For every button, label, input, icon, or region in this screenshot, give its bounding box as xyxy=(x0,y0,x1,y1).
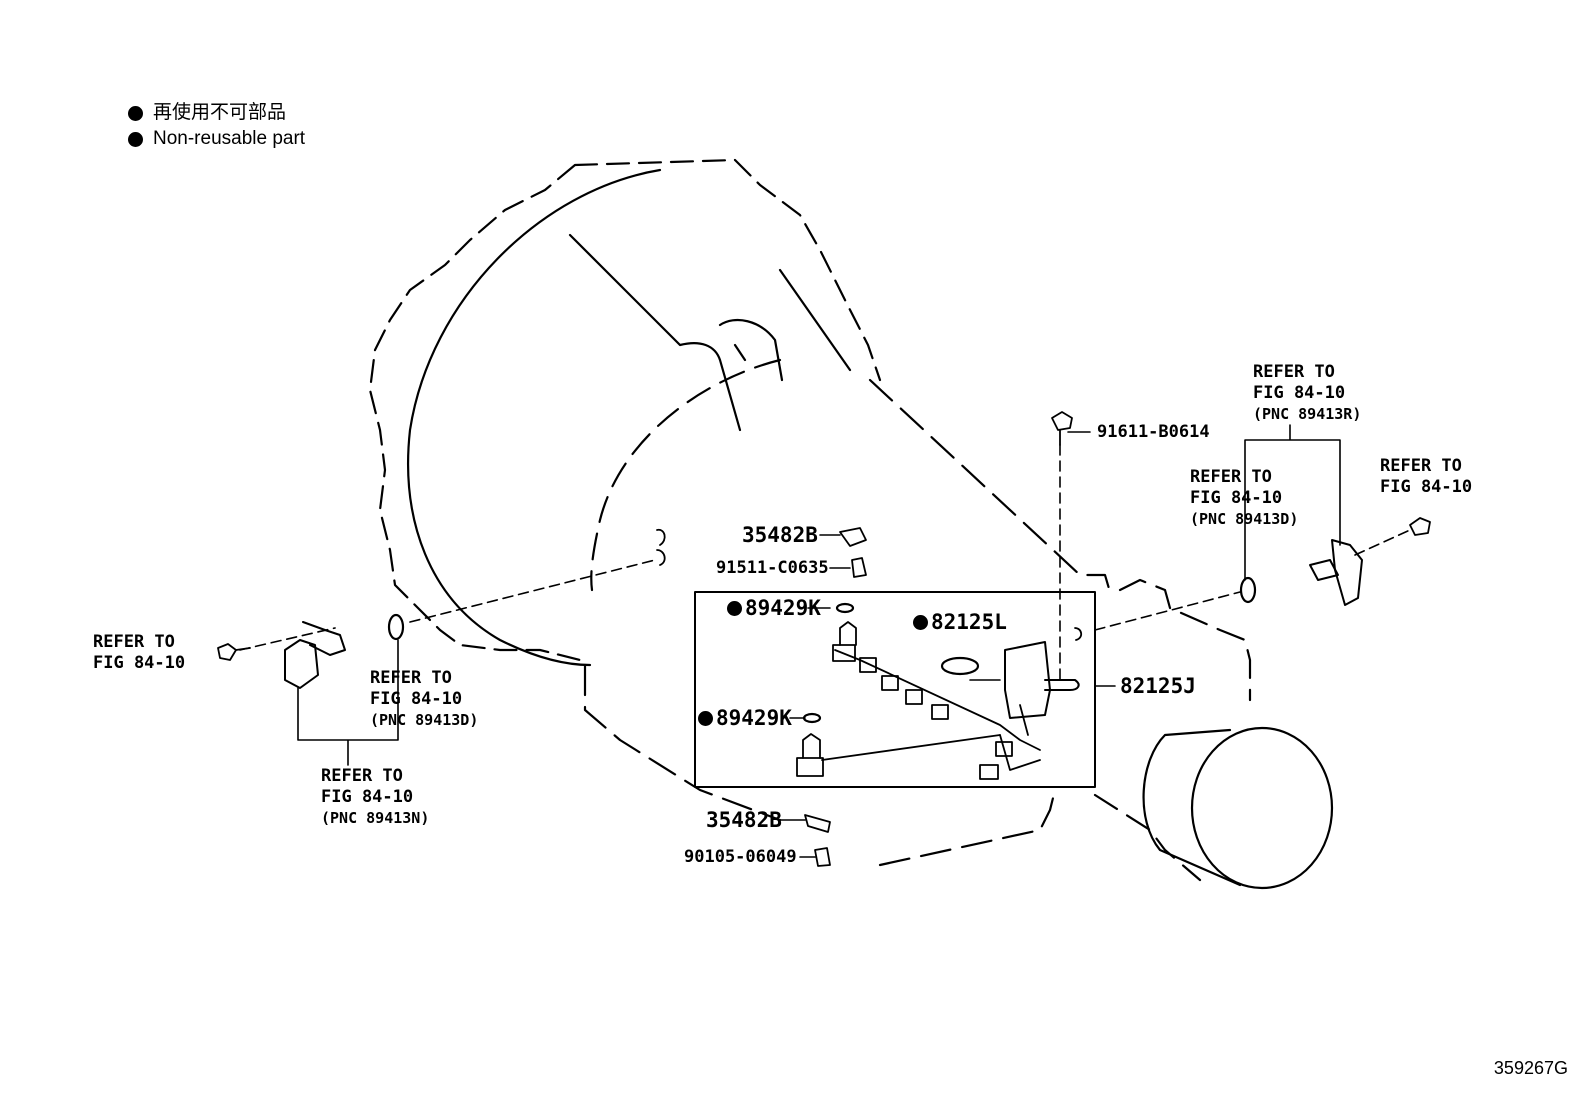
part-label-clamp-upper: 35482B xyxy=(742,523,818,547)
case-lower-edge xyxy=(583,663,1057,867)
part-label-bolt-top: 91611-B0614 xyxy=(1097,422,1210,442)
refer-right-bolt: REFER TO FIG 84-10 xyxy=(1380,456,1473,497)
part-label-gasket: 82125L xyxy=(913,612,1007,633)
bell-housing-outline xyxy=(368,158,882,662)
right-bolt xyxy=(1409,517,1431,536)
bracket-left-sensor xyxy=(297,639,399,766)
solenoid-pins xyxy=(802,621,857,759)
part-label-bolt-clamp-upper: 91511-C0635 xyxy=(716,558,829,578)
bullet-icon xyxy=(128,105,143,121)
part-label-oring-lower: 89429K xyxy=(698,708,792,729)
oring-lower xyxy=(802,712,822,724)
part-label-harness: 82125J xyxy=(1120,674,1196,698)
legend-row-jp: 再使用不可部品 xyxy=(128,100,305,126)
housing-clip-right xyxy=(1074,627,1083,641)
top-bolt xyxy=(1051,411,1073,446)
part-label-bolt-clamp-lower: 90105-06049 xyxy=(684,847,797,867)
right-speed-sensor xyxy=(1309,539,1363,606)
bell-housing-inner xyxy=(407,168,662,667)
legend-text-en: Non-reusable part xyxy=(153,128,306,149)
left-speed-sensor xyxy=(284,621,346,689)
part-label-clamp-lower: 35482B xyxy=(706,808,782,832)
bell-housing-inner-arc xyxy=(590,358,782,592)
housing-clip xyxy=(656,528,666,566)
left-bolt xyxy=(217,643,251,661)
harness-box xyxy=(694,591,1096,788)
main-connector xyxy=(1004,641,1080,719)
clamp-lower xyxy=(804,814,831,833)
clamp-upper xyxy=(839,527,867,547)
non-reusable-bullet-icon xyxy=(698,711,713,726)
legend-row-en: Non-reusable part xyxy=(128,126,305,152)
legend: 再使用不可部品 Non-reusable part xyxy=(128,100,305,152)
leader-lines xyxy=(239,444,1411,681)
refer-left-oring: REFER TO FIG 84-10 (PNC 89413D) xyxy=(370,668,479,729)
leader-solid xyxy=(779,431,1116,858)
refer-right-sensor-top: REFER TO FIG 84-10 (PNC 89413R) xyxy=(1253,362,1362,423)
refer-left-bolt: REFER TO FIG 84-10 xyxy=(93,632,186,673)
non-reusable-bullet-icon xyxy=(727,601,742,616)
output-flange-face xyxy=(1190,726,1334,890)
harness-wiring xyxy=(821,649,1041,771)
case-right-body xyxy=(1118,578,1252,702)
housing-rib xyxy=(568,233,852,432)
part-label-oring-upper: 89429K xyxy=(727,598,821,619)
refer-left-sensor: REFER TO FIG 84-10 (PNC 89413N) xyxy=(321,766,430,827)
oring-upper xyxy=(835,602,855,614)
bracket-right-sensor xyxy=(1244,424,1341,581)
refer-right-oring: REFER TO FIG 84-10 (PNC 89413D) xyxy=(1190,467,1299,528)
case-upper-edge xyxy=(868,378,1112,594)
non-reusable-bullet-icon xyxy=(913,615,928,630)
legend-text-jp: 再使用不可部品 xyxy=(153,102,287,123)
bullet-icon xyxy=(128,131,143,147)
clamp-bolts xyxy=(814,557,867,867)
right-oring xyxy=(1239,576,1257,604)
figure-number: 359267G xyxy=(1493,1058,1568,1078)
left-oring xyxy=(387,613,405,641)
gasket-ring xyxy=(940,656,980,676)
case-lower-right xyxy=(1093,793,1202,882)
harness-connectors xyxy=(796,644,1013,780)
output-flange-body xyxy=(1142,728,1242,887)
